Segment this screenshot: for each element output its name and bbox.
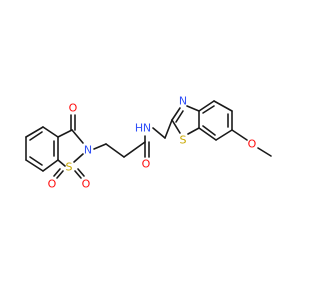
atom-n-ring: N xyxy=(84,144,92,157)
bond xyxy=(57,129,73,138)
atom-h-amide: H xyxy=(135,122,143,135)
bond xyxy=(56,170,64,179)
atom-o-methoxy: O xyxy=(248,138,257,151)
bond xyxy=(202,105,215,114)
bond xyxy=(186,105,200,112)
bond xyxy=(25,126,44,138)
bond xyxy=(74,170,82,179)
bond xyxy=(123,141,146,158)
bond xyxy=(187,127,200,135)
molecule-structure: O N S O O O N H N S O xyxy=(25,95,272,191)
atom-s-ring: S xyxy=(66,161,73,174)
bond xyxy=(29,131,43,141)
bond xyxy=(25,159,44,172)
bond xyxy=(77,168,85,177)
bond xyxy=(42,159,59,172)
bonds xyxy=(25,100,272,179)
bond xyxy=(213,100,233,112)
bond xyxy=(171,119,181,134)
bond xyxy=(57,159,66,167)
atom-labels: O N S O O O N H N S O xyxy=(48,95,257,191)
atom-o-s2: O xyxy=(82,178,91,191)
atom-n-thiazole: N xyxy=(179,95,187,108)
bond xyxy=(93,143,107,150)
bond xyxy=(175,110,184,123)
bond xyxy=(105,143,125,158)
atom-o-amide: O xyxy=(142,158,151,171)
bond xyxy=(152,127,166,139)
bond xyxy=(202,125,216,136)
bond xyxy=(198,127,217,141)
atom-o-s1: O xyxy=(48,178,57,191)
bond xyxy=(171,107,181,121)
bond xyxy=(53,168,61,177)
bond xyxy=(231,129,248,141)
bond xyxy=(42,126,59,138)
bond xyxy=(257,147,272,157)
atom-n-amide: N xyxy=(143,122,151,135)
atom-s-thiazole: S xyxy=(180,134,187,147)
bond xyxy=(71,129,84,144)
bond xyxy=(164,119,173,139)
bond xyxy=(29,156,43,166)
bond xyxy=(198,100,215,112)
bond xyxy=(73,153,84,163)
atom-o-ketone: O xyxy=(69,102,78,115)
bond xyxy=(215,129,233,141)
